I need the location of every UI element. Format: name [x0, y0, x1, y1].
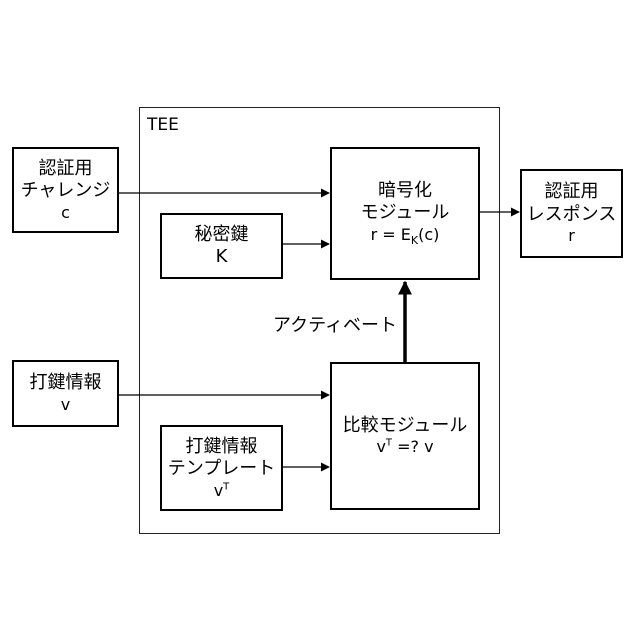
connector-arrows	[0, 0, 640, 640]
